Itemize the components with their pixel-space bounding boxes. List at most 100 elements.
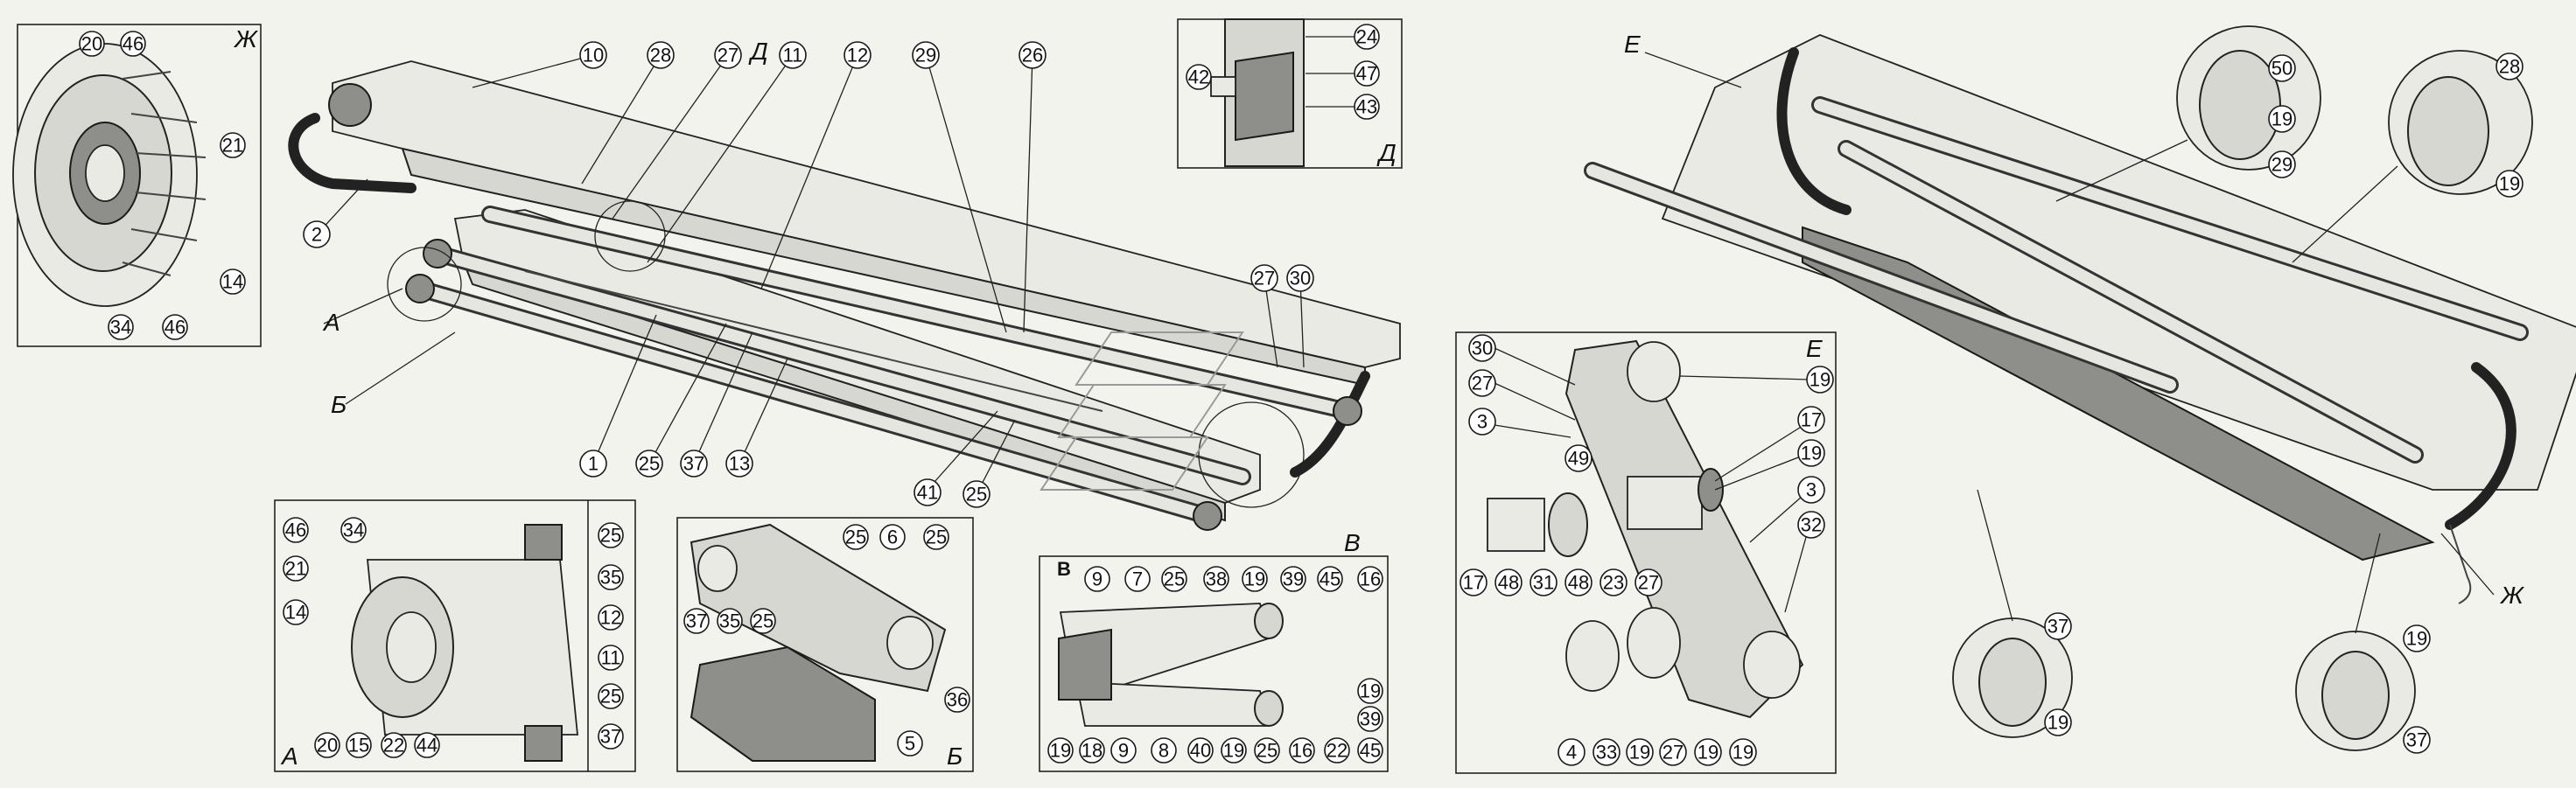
callout: 18: [1079, 737, 1105, 764]
view-a-panel: А 46 34 21 14 20 15 22 44 25 35 12 11 25…: [274, 499, 636, 772]
callout: 35: [598, 564, 624, 590]
callout: 39: [1280, 566, 1306, 592]
callout: 9: [1084, 566, 1110, 592]
svg-text:48: 48: [1498, 572, 1519, 594]
view-d-letter: Д: [1376, 139, 1396, 166]
callout: 1: [579, 450, 607, 478]
callout: 37: [2044, 612, 2072, 640]
svg-text:48: 48: [1568, 572, 1589, 594]
callout: 44: [414, 732, 440, 758]
callout: 8: [1151, 737, 1177, 764]
svg-text:17: 17: [1801, 409, 1822, 431]
clamp-top: [524, 524, 563, 561]
callout: 4: [1558, 738, 1586, 766]
svg-text:30: 30: [1472, 338, 1493, 359]
hose-right-b: [2445, 362, 2516, 530]
view-e-panel: Е 30 27 3 49 17 19 3 32 19: [1455, 331, 1837, 774]
view-e-frame: [1455, 331, 1837, 774]
detail-circle-v: [1198, 401, 1305, 508]
svg-text:16: 16: [1292, 740, 1312, 762]
link-lower: [690, 645, 876, 762]
link-joint: [1058, 628, 1112, 701]
callouts-zh: 20 46 21 14 34 46: [79, 31, 246, 340]
pipe-elbow: [423, 239, 452, 268]
svg-text:1: 1: [588, 453, 598, 475]
svg-text:35: 35: [719, 610, 740, 632]
svg-text:28: 28: [2499, 56, 2520, 78]
callout: 19: [1806, 366, 1834, 394]
callout: 9: [1110, 737, 1137, 764]
callout: 16: [1357, 566, 1383, 592]
callout: 19: [1221, 737, 1247, 764]
svg-text:37: 37: [686, 610, 707, 632]
svg-text:32: 32: [1801, 514, 1822, 536]
callout: 19: [1242, 566, 1268, 592]
svg-text:14: 14: [285, 602, 306, 624]
svg-text:19: 19: [1698, 742, 1718, 764]
bracket-plate: [1235, 51, 1294, 142]
svg-text:37: 37: [2406, 729, 2427, 751]
callout: 15: [346, 732, 372, 758]
callout: 19: [2268, 105, 2296, 133]
pipe-elbow: [1193, 501, 1222, 531]
callout: 20: [314, 732, 340, 758]
callout: 24: [1354, 24, 1380, 50]
callout: 14: [283, 599, 309, 625]
bolt: [122, 71, 172, 80]
flange-bore: [85, 144, 125, 202]
callout: 34: [340, 517, 367, 543]
callout: 10: [579, 41, 607, 69]
svg-text:23: 23: [1603, 572, 1624, 594]
callout: 34: [108, 314, 134, 340]
callout: 27: [1634, 568, 1662, 596]
callout: 43: [1354, 94, 1380, 120]
callout: 21: [283, 555, 309, 582]
svg-text:47: 47: [1356, 63, 1377, 85]
svg-text:28: 28: [650, 45, 671, 66]
svg-text:19: 19: [1629, 742, 1650, 764]
svg-text:16: 16: [1360, 568, 1381, 590]
svg-text:7: 7: [1132, 568, 1143, 590]
svg-text:3: 3: [1477, 411, 1488, 433]
svg-text:19: 19: [1732, 742, 1754, 764]
svg-text:13: 13: [729, 453, 750, 475]
svg-text:30: 30: [1290, 268, 1311, 289]
view-v-panel: В 9 7 25 38 19 39 45 16 19 19 18 9 8 40 …: [1039, 555, 1389, 772]
callout: 25: [962, 480, 990, 508]
callout: 49: [1564, 444, 1592, 472]
svg-text:26: 26: [1022, 45, 1043, 66]
svg-text:11: 11: [783, 45, 803, 66]
svg-text:25: 25: [1256, 740, 1278, 762]
svg-text:38: 38: [1206, 568, 1227, 590]
view-e-letter: Е: [1806, 335, 1823, 362]
pivot-gear: [328, 83, 372, 127]
svg-text:25: 25: [600, 525, 621, 547]
svg-text:33: 33: [1596, 742, 1617, 764]
main-leaders: [318, 54, 1305, 495]
svg-text:18: 18: [1082, 740, 1102, 762]
callout: 17: [1797, 406, 1825, 434]
callout: 25: [1161, 566, 1187, 592]
callouts-v: 9 7 25 38 19 39 45 16 19 19 18 9 8 40 19…: [1047, 566, 1383, 764]
view-v-letter: В: [1057, 558, 1071, 580]
callouts-e: 30 27 3 49 17 19 3 32 19 17 48 31 48 23 …: [1460, 334, 1834, 766]
callout: 46: [162, 314, 188, 340]
callout: 13: [725, 450, 753, 478]
svg-text:14: 14: [222, 271, 243, 293]
callout: 30: [1286, 264, 1314, 292]
svg-text:19: 19: [1801, 443, 1822, 464]
view-d-inset: Д 24 47 43 42: [1177, 18, 1403, 169]
svg-text:44: 44: [416, 735, 438, 757]
callout: 47: [1354, 60, 1380, 87]
svg-text:50: 50: [2272, 58, 2292, 80]
svg-text:19: 19: [2499, 173, 2520, 195]
svg-text:25: 25: [966, 484, 987, 506]
callout: 23: [1600, 568, 1628, 596]
svg-text:25: 25: [639, 453, 660, 475]
svg-text:22: 22: [1326, 740, 1348, 762]
svg-text:25: 25: [1164, 568, 1185, 590]
callout: 11: [779, 41, 807, 69]
bolt: [130, 113, 198, 123]
view-a-frame: [274, 499, 636, 772]
svg-text:8: 8: [1158, 740, 1169, 762]
